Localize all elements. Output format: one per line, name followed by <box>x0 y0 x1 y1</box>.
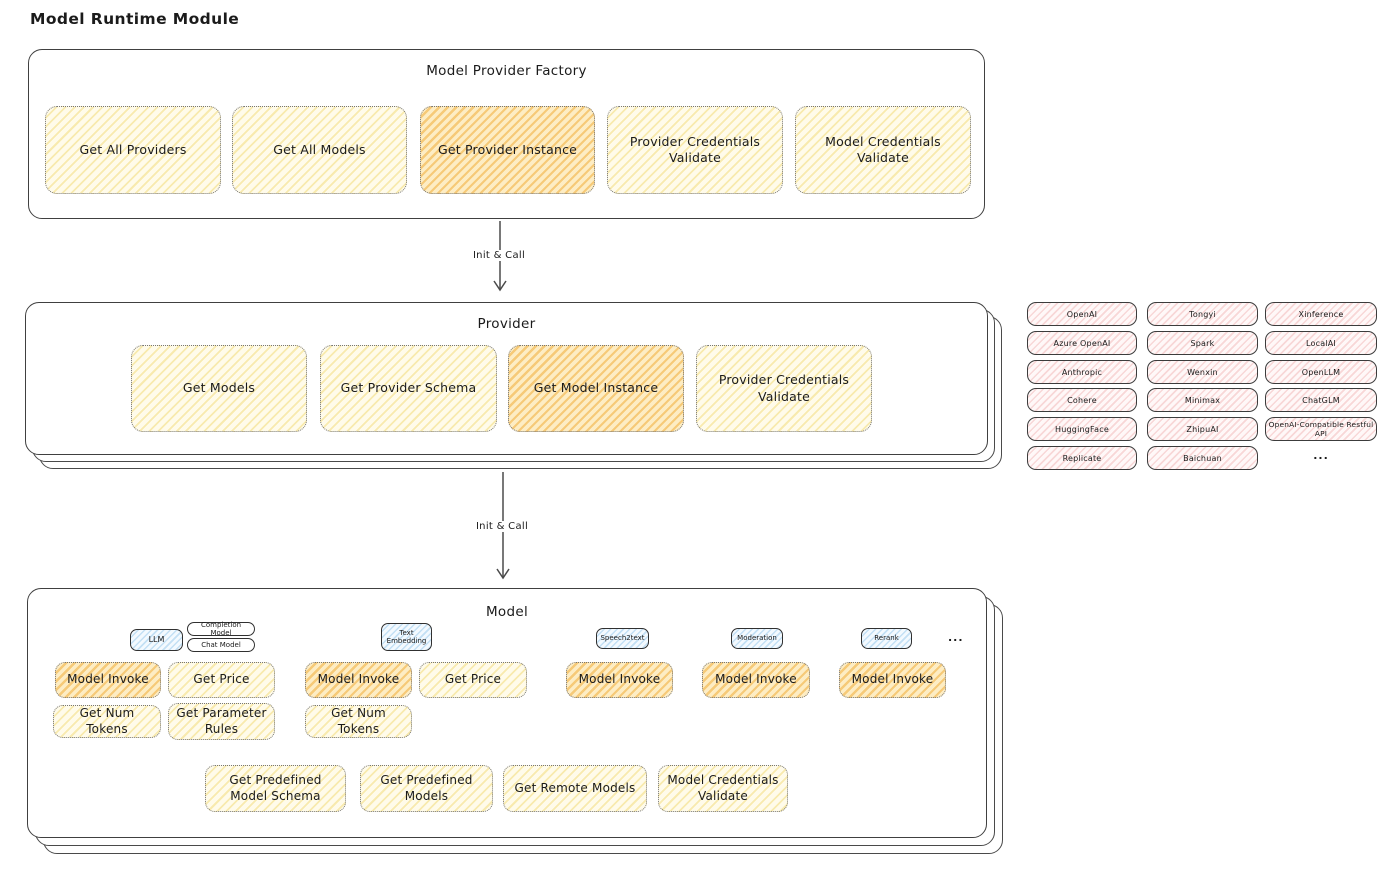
provider-chip-zhipuai: ZhipuAI <box>1147 417 1258 441</box>
get-num-tokens-llm-node: Get Num Tokens <box>53 705 161 738</box>
provider-chip-spark: Spark <box>1147 331 1258 355</box>
get-all-providers-node: Get All Providers <box>45 106 221 194</box>
init-call-label-2: Init & Call <box>471 521 533 532</box>
init-call-label-1: Init & Call <box>468 250 530 261</box>
provider-chip-chatglm: ChatGLM <box>1265 388 1377 412</box>
moderation-tag: Moderation <box>731 628 783 649</box>
get-predefined-model-schema-node: Get Predefined Model Schema <box>205 765 346 812</box>
provider-chip-tongyi: Tongyi <box>1147 302 1258 326</box>
provider-chip-anthropic: Anthropic <box>1027 360 1137 384</box>
provider-chip-replicate: Replicate <box>1027 446 1137 470</box>
model-more-ellipsis: ... <box>948 631 964 644</box>
provider-chip-azure-openai: Azure OpenAI <box>1027 331 1137 355</box>
model-title: Model <box>485 604 529 620</box>
get-num-tokens-embedding-node: Get Num Tokens <box>305 705 412 738</box>
get-models-node: Get Models <box>131 345 307 432</box>
provider-chip-cohere: Cohere <box>1027 388 1137 412</box>
model-invoke-speech2text-node: Model Invoke <box>566 662 673 698</box>
get-model-instance-node: Get Model Instance <box>508 345 684 432</box>
model-invoke-embedding-node: Model Invoke <box>305 662 412 698</box>
completion-model-tag: Completion Model <box>187 621 255 637</box>
provider-grid-more-ellipsis: ... <box>1313 449 1329 462</box>
model-invoke-rerank-node: Model Invoke <box>839 662 946 698</box>
provider-chip-wenxin: Wenxin <box>1147 360 1258 384</box>
provider-chip-openllm: OpenLLM <box>1265 360 1377 384</box>
provider-chip-localai: LocalAI <box>1265 331 1377 355</box>
rerank-tag: Rerank <box>861 628 912 649</box>
model-invoke-llm-node: Model Invoke <box>55 662 161 698</box>
model-credentials-validate-node: Model Credentials Validate <box>795 106 971 194</box>
page-title: Model Runtime Module <box>30 10 240 28</box>
chat-model-tag: Chat Model <box>187 638 255 652</box>
provider-credentials-validate-node-2: Provider Credentials Validate <box>696 345 872 432</box>
get-provider-instance-node: Get Provider Instance <box>420 106 595 194</box>
provider-chip-openai: OpenAI <box>1027 302 1137 326</box>
text-embedding-tag: Text Embedding <box>381 623 432 651</box>
factory-title: Model Provider Factory <box>426 63 587 79</box>
model-credentials-validate-bottom-node: Model Credentials Validate <box>658 765 788 812</box>
get-parameter-rules-node: Get Parameter Rules <box>168 703 275 740</box>
get-predefined-models-node: Get Predefined Models <box>360 765 493 812</box>
speech2text-tag: Speech2text <box>596 628 649 649</box>
provider-chip-baichuan: Baichuan <box>1147 446 1258 470</box>
get-provider-schema-node: Get Provider Schema <box>320 345 497 432</box>
model-invoke-moderation-node: Model Invoke <box>702 662 810 698</box>
get-price-llm-node: Get Price <box>168 662 275 698</box>
provider-chip-minimax: Minimax <box>1147 388 1258 412</box>
get-all-models-node: Get All Models <box>232 106 407 194</box>
provider-chip-huggingface: HuggingFace <box>1027 417 1137 441</box>
llm-tag: LLM <box>130 629 183 651</box>
provider-chip-xinference: Xinference <box>1265 302 1377 326</box>
get-remote-models-node: Get Remote Models <box>503 765 647 812</box>
provider-credentials-validate-node: Provider Credentials Validate <box>607 106 783 194</box>
provider-chip-openai-compatible: OpenAI-Compatible Restful API <box>1265 417 1377 441</box>
provider-title: Provider <box>477 316 536 332</box>
get-price-embedding-node: Get Price <box>419 662 527 698</box>
